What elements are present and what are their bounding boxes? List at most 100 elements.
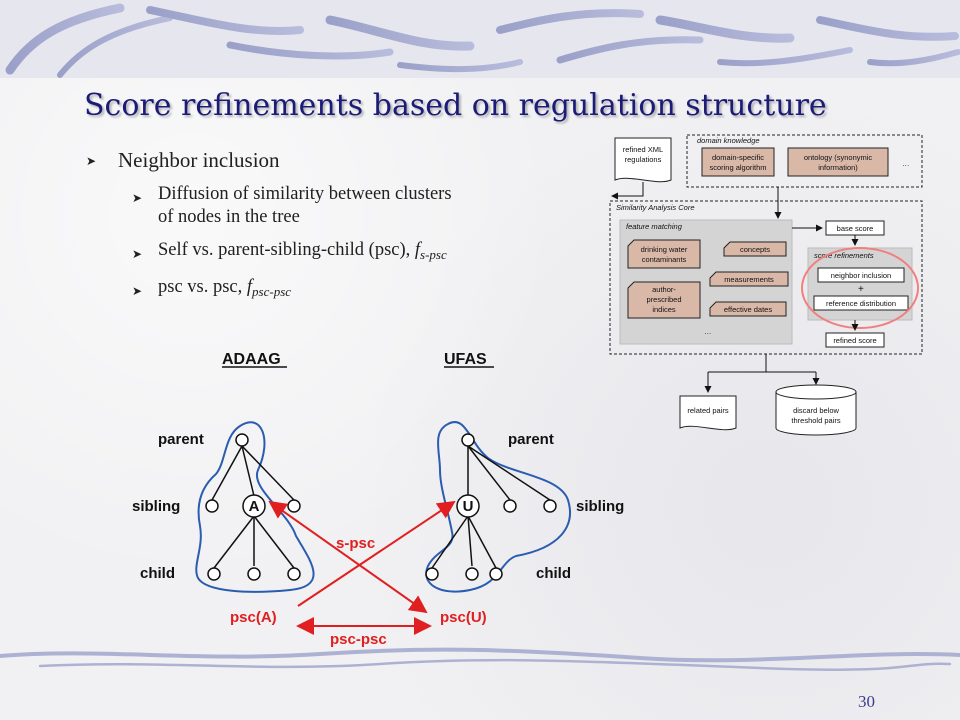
adaag-title: ADAAG (222, 351, 281, 368)
domain-ellipsis: … (902, 159, 910, 168)
left-child-node-1 (207, 567, 221, 581)
left-node-letter: A (249, 498, 260, 515)
ontology-box (787, 147, 889, 177)
concepts-box (723, 241, 787, 257)
author-label-2: prescribed (646, 295, 681, 304)
right-child-label: child (536, 565, 571, 582)
s-psc-label: s-psc (336, 535, 375, 552)
discard-label-2: threshold pairs (791, 416, 840, 425)
left-child-label: child (140, 565, 175, 582)
discard-cylinder (775, 392, 857, 436)
refined-score-box (825, 332, 885, 348)
function-subscript: psc-psc (252, 284, 292, 299)
function-subscript: s-psc (420, 247, 447, 262)
plus-sign: + (858, 284, 864, 295)
psc-psc-label: psc-psc (330, 631, 387, 648)
function-symbol: f (414, 240, 421, 260)
related-pairs-document (679, 395, 737, 431)
left-child-node-3 (287, 567, 301, 581)
feature-ellipsis: … (704, 327, 712, 336)
left-sibling-node-1 (205, 499, 219, 513)
concepts-label: concepts (740, 245, 770, 254)
sub-bullet-line1: Diffusion of similarity between clusters (158, 184, 452, 204)
arrow-bullet-icon: ➤ (132, 247, 143, 261)
measurements-box (709, 271, 789, 287)
left-sibling-label: sibling (132, 498, 180, 515)
right-parent-label: parent (508, 431, 554, 448)
sub-bullet-text: Self vs. parent-sibling-child (psc), (158, 240, 411, 260)
reference-distribution-label: reference distribution (826, 299, 896, 308)
effective-dates-label: effective dates (724, 305, 772, 314)
s-psc-arrow-2 (268, 500, 428, 614)
sub-bullet-diffusion: ➤ Diffusion of similarity between cluste… (82, 183, 602, 229)
reference-distribution-box (813, 295, 909, 311)
right-child-node-2 (465, 567, 479, 581)
page-number: 30 (858, 692, 875, 711)
left-cluster-outline (195, 421, 315, 593)
related-pairs-label: related pairs (687, 406, 729, 415)
drinking-water-label-2: contaminants (642, 255, 687, 264)
right-child-node-1 (425, 567, 439, 581)
refined-xml-label-2: regulations (625, 155, 662, 164)
sub-bullet-line2: of nodes in the tree (158, 207, 300, 227)
neighbor-inclusion-label: neighbor inclusion (831, 271, 891, 280)
drinking-water-box (627, 239, 701, 269)
bullet-text: Neighbor inclusion (118, 148, 280, 172)
arrow-bullet-icon: ➤ (132, 191, 143, 205)
domain-specific-label-2: scoring algorithm (709, 163, 766, 172)
refined-xml-label-1: refined XML (623, 145, 663, 154)
measurements-label: measurements (724, 275, 774, 284)
bullet-list: ➤ Neighbor inclusion ➤ Diffusion of simi… (82, 148, 602, 313)
arrow-bullet-icon: ➤ (86, 154, 97, 168)
arrow-xml-to-core (611, 182, 644, 200)
left-parent-label: parent (158, 431, 204, 448)
effective-dates-box (709, 301, 787, 317)
right-focus-node (456, 494, 480, 518)
refined-score-label: refined score (833, 336, 876, 345)
right-cluster-outline (425, 421, 571, 593)
ontology-label-1: ontology (synonymic (804, 153, 873, 162)
score-refinements-label: score refinements (814, 251, 874, 260)
bullet-neighbor-inclusion: ➤ Neighbor inclusion (82, 148, 602, 173)
arrow-to-outputs (707, 354, 817, 392)
right-child-node-3 (489, 567, 503, 581)
refined-xml-document (614, 137, 672, 183)
s-psc-arrow-1 (297, 500, 456, 607)
left-parent-node (235, 433, 249, 447)
domain-knowledge-container (686, 134, 923, 188)
neighbor-inclusion-box (817, 267, 905, 283)
left-sibling-node-2 (287, 499, 301, 513)
domain-specific-label-1: domain-specific (712, 153, 764, 162)
feature-matching-label: feature matching (626, 222, 683, 231)
psc-a-label: psc(A) (230, 609, 277, 626)
ufas-title: UFAS (444, 351, 487, 368)
right-sibling-label: sibling (576, 498, 624, 515)
right-sibling-node-2 (543, 499, 557, 513)
left-focus-node (242, 494, 266, 518)
author-label-3: indices (652, 305, 676, 314)
right-node-letter: U (463, 498, 474, 515)
ontology-label-2: information) (818, 163, 858, 172)
highlight-circle (801, 247, 919, 329)
domain-knowledge-label: domain knowledge (697, 136, 760, 145)
author-label-1: author- (652, 285, 676, 294)
base-score-label: base score (837, 224, 874, 233)
arrow-bullet-icon: ➤ (132, 284, 143, 298)
right-sibling-node-1 (503, 499, 517, 513)
drinking-water-label-1: drinking water (641, 245, 688, 254)
domain-specific-box (701, 147, 775, 177)
right-parent-node (461, 433, 475, 447)
left-child-node-2 (247, 567, 261, 581)
discard-cylinder-top (775, 384, 857, 400)
author-indices-box (627, 281, 701, 319)
discard-label-1: discard below (793, 406, 839, 415)
sub-bullet-psc-vs-psc: ➤ psc vs. psc, fpsc-psc (82, 276, 602, 303)
psc-u-label: psc(U) (440, 609, 487, 626)
sub-bullet-text: psc vs. psc, (158, 277, 243, 297)
similarity-core-label: Similarity Analysis Core (616, 203, 695, 212)
slide-title: Score refinements based on regulation st… (84, 88, 827, 123)
sub-bullet-self-vs-psc: ➤ Self vs. parent-sibling-child (psc), f… (82, 239, 602, 266)
